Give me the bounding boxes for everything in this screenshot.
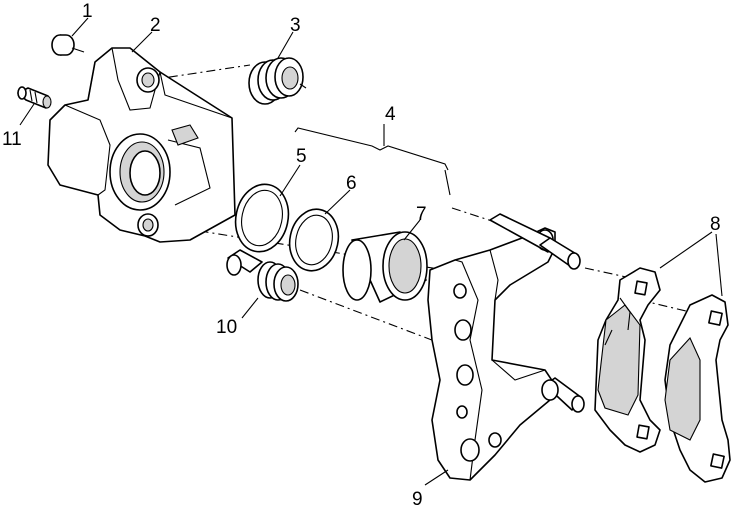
bushing-part-1 — [51, 34, 85, 56]
slide-pin-part-10 — [226, 249, 299, 302]
leader-lines — [19, 17, 723, 486]
o-ring-part-6 — [288, 208, 340, 272]
brake-pad-inner-part-8 — [594, 267, 661, 453]
boot-part-3 — [248, 57, 307, 105]
o-ring-part-5 — [234, 183, 290, 253]
piston-part-7 — [342, 231, 428, 303]
caliper-body-part-2 — [47, 47, 236, 243]
callout-11: 11 — [2, 129, 22, 150]
callout-10: 10 — [216, 317, 237, 338]
brake-pad-outer-part-8 — [664, 294, 731, 483]
callout-5: 5 — [296, 146, 307, 167]
callout-2: 2 — [150, 15, 161, 36]
callout-7: 7 — [416, 204, 427, 225]
callout-6: 6 — [346, 173, 357, 194]
callout-9: 9 — [412, 489, 423, 510]
caliper-bracket-part-9 — [427, 213, 585, 481]
bleeder-screw-part-11 — [17, 86, 52, 109]
callout-8: 8 — [710, 214, 721, 235]
callout-1: 1 — [82, 1, 93, 22]
callout-3: 3 — [290, 15, 301, 36]
bracket-group-4 — [294, 127, 451, 196]
callout-4: 4 — [385, 104, 396, 125]
